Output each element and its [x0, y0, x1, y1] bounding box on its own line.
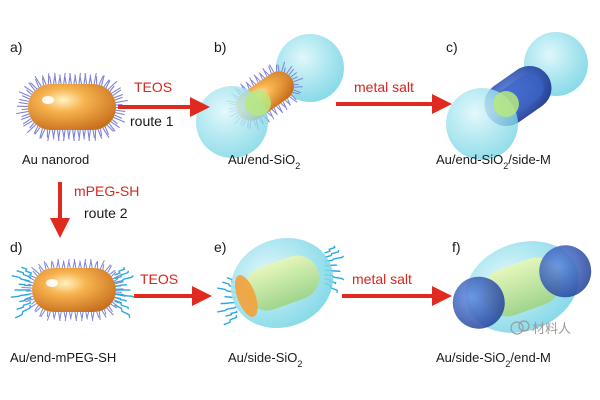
- route-2-label: route 2: [84, 205, 128, 221]
- reagent-mpeg-sh: mPEG-SH: [74, 183, 139, 199]
- panel-letter-a: a): [10, 39, 22, 55]
- panel-e-side-silica: [217, 237, 345, 329]
- rod-core-e: [244, 255, 320, 311]
- caption-d: Au/end-mPEG-SH: [10, 350, 116, 365]
- panel-b-end-silica: [196, 34, 344, 158]
- watermark: 材料人: [510, 320, 571, 336]
- panel-d-end-peg: [10, 258, 135, 322]
- gold-nanorod: [28, 84, 116, 130]
- gold-nanorod-d: [32, 268, 116, 312]
- caption-e: Au/side-SiO2: [228, 350, 302, 369]
- panel-letter-f: f): [452, 239, 461, 255]
- metal-end-cap-right: [539, 245, 592, 298]
- watermark-icon: [510, 321, 524, 335]
- panel-letter-e: e): [214, 239, 226, 255]
- panel-c-side-metal: [446, 32, 588, 160]
- metal-end-cap-left: [452, 276, 505, 329]
- watermark-text: 材料人: [532, 321, 571, 336]
- caption-a: Au nanorod: [22, 152, 89, 167]
- panel-letter-d: d): [10, 239, 22, 255]
- caption-c: Au/end-SiO2/side-M: [436, 152, 551, 171]
- panel-f-end-metal: [452, 241, 592, 333]
- reagent-teos-route1: TEOS: [134, 79, 172, 95]
- route-1-label: route 1: [130, 113, 174, 129]
- reagent-metal-salt-2: metal salt: [352, 271, 412, 287]
- reagent-teos-route2: TEOS: [140, 271, 178, 287]
- panel-letter-b: b): [214, 39, 226, 55]
- caption-b: Au/end-SiO2: [228, 152, 300, 171]
- caption-f: Au/side-SiO2/end-M: [436, 350, 551, 369]
- panel-a-nanorod: [16, 72, 128, 142]
- panel-letter-c: c): [446, 39, 458, 55]
- reagent-metal-salt-1: metal salt: [354, 79, 414, 95]
